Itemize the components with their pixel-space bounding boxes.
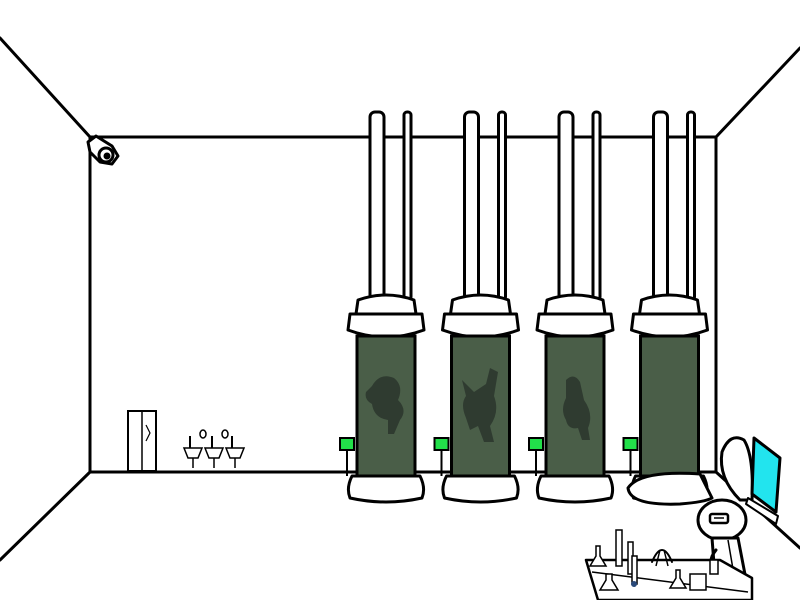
tank-top-ring [535, 312, 615, 339]
tank-top-cap [543, 293, 607, 316]
flask-icon[interactable] [588, 545, 620, 591]
tank-top-ring [441, 312, 520, 339]
tank-glass [639, 334, 700, 480]
tank-pipe [463, 110, 480, 302]
tank-pipe [557, 110, 575, 302]
stasis-tank[interactable] [528, 110, 615, 504]
panel-light-icon [622, 437, 639, 451]
tank-base [441, 474, 520, 504]
sink-icon[interactable] [182, 429, 207, 468]
lab-desk-icon[interactable] [584, 529, 754, 600]
tank-top-cap [354, 293, 418, 316]
tank-pipe-thin [402, 110, 413, 302]
security-camera-icon[interactable] [86, 134, 120, 166]
tank-top-ring [630, 312, 709, 339]
panel-light-icon [433, 437, 450, 451]
tank-pipe [368, 110, 386, 302]
tank-control-panel[interactable] [528, 437, 544, 476]
beaker-icon[interactable] [668, 559, 719, 591]
sink-icon[interactable] [203, 429, 229, 468]
specimen-silhouette [365, 376, 404, 434]
specimen-silhouette [563, 376, 591, 440]
monitor-icon[interactable] [745, 436, 782, 525]
tank-pipe-thin [686, 110, 696, 302]
tank-pipe [652, 110, 669, 302]
tank-pipe-thin [591, 110, 602, 302]
panel-light-icon [339, 437, 355, 451]
tank-control-panel[interactable] [339, 437, 355, 476]
stasis-tank[interactable] [433, 110, 520, 504]
tank-pipe-thin [497, 110, 507, 302]
sink-icon[interactable] [224, 436, 246, 468]
tank-base [535, 474, 615, 504]
tank-control-panel[interactable] [433, 437, 450, 476]
tank-base [346, 474, 426, 504]
stasis-tanks [339, 110, 709, 504]
tank-top-ring [346, 312, 426, 339]
tank-top-cap [449, 293, 512, 316]
panel-light-icon [528, 437, 544, 451]
specimen-silhouette [462, 368, 498, 442]
tripod-icon[interactable] [651, 549, 673, 567]
door-icon[interactable] [127, 410, 157, 472]
test-tube-icon[interactable] [615, 529, 638, 587]
tank-top-cap [638, 293, 701, 316]
tank-control-panel[interactable] [622, 437, 639, 476]
stasis-tank[interactable] [622, 110, 709, 504]
stasis-tank[interactable] [339, 110, 426, 504]
sinks [182, 429, 246, 468]
